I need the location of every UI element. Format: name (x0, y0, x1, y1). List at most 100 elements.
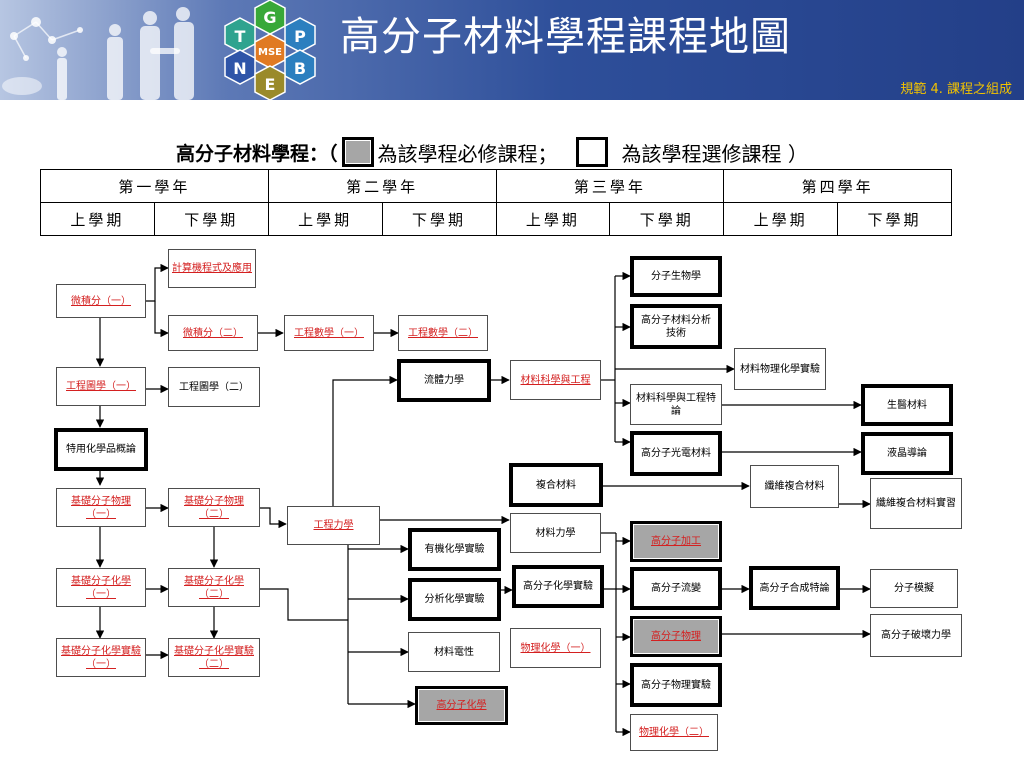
course-node[interactable]: 材料科學與工程 (510, 360, 601, 400)
svg-text:T: T (235, 27, 246, 46)
course-node-required[interactable]: 高分子加工 (630, 521, 722, 562)
year-cell: 第一學年 (40, 169, 269, 203)
course-label: 物理化學（二） (639, 727, 709, 738)
course-label: 高分子材料分析技術 (641, 314, 711, 339)
course-node[interactable]: 高分子化學實驗 (512, 565, 604, 608)
course-node[interactable]: 材料力學 (510, 513, 601, 553)
course-node[interactable]: 生醫材料 (861, 384, 953, 426)
semester-cell: 上學期 (267, 202, 383, 236)
svg-text:N: N (233, 59, 246, 78)
year-row: 第一學年 第二學年 第三學年 第四學年 (40, 169, 952, 203)
course-label: 高分子光電材料 (641, 448, 711, 459)
course-node[interactable]: 纖維複合材料 (750, 465, 839, 508)
course-node[interactable]: 基礎分子物理（二） (168, 488, 260, 527)
course-label: 纖維複合材料 (764, 481, 825, 492)
course-node[interactable]: 高分子物理實驗 (630, 663, 722, 707)
course-label: 工程力學 (313, 520, 354, 531)
course-node[interactable]: 材料科學與工程特論 (630, 384, 722, 425)
course-node[interactable]: 分子模擬 (870, 569, 958, 608)
svg-text:G: G (263, 8, 276, 27)
course-label: 基礎分子化學實驗（一） (61, 645, 141, 670)
year-cell: 第二學年 (267, 169, 497, 203)
course-label: 高分子加工 (651, 536, 701, 547)
course-label: 基礎分子化學（二） (184, 575, 244, 600)
semester-cell: 下學期 (381, 202, 497, 236)
svg-text:MSE: MSE (258, 47, 282, 58)
course-label: 微積分（一） (71, 295, 131, 307)
course-node[interactable]: 高分子破壞力學 (870, 614, 962, 657)
course-node[interactable]: 特用化學品概論 (54, 428, 148, 471)
course-node[interactable]: 計算機程式及應用 (168, 249, 256, 288)
course-node[interactable]: 基礎分子化學（一） (56, 568, 146, 607)
course-label: 高分子合成特論 (759, 582, 830, 594)
course-label: 物理化學（一） (520, 642, 591, 654)
course-node[interactable]: 纖維複合材料實習 (870, 478, 962, 529)
course-label: 微積分（二） (183, 327, 243, 339)
elective-swatch (575, 137, 608, 167)
course-label: 流體力學 (424, 375, 464, 386)
course-node[interactable]: 工程數學（二） (398, 315, 488, 351)
course-label: 高分子流變 (651, 583, 701, 594)
course-node[interactable]: 高分子流變 (630, 567, 722, 610)
svg-text:P: P (294, 27, 306, 46)
course-label: 材料科學與工程特論 (636, 392, 716, 417)
legend: 高分子材料學程：（ 為該學程必修課程； 為該學程選修課程 ） (176, 136, 808, 168)
course-label: 高分子化學實驗 (523, 581, 593, 592)
course-node[interactable]: 微積分（一） (56, 284, 146, 318)
course-node[interactable]: 基礎分子物理（一） (56, 488, 146, 527)
semester-cell: 上學期 (495, 202, 611, 236)
course-node[interactable]: 分析化學實驗 (408, 578, 501, 621)
course-label: 工程圖學（二） (179, 381, 249, 393)
course-node[interactable]: 物理化學（二） (630, 714, 718, 751)
course-node-required[interactable]: 高分子化學 (415, 686, 508, 725)
course-node[interactable]: 流體力學 (397, 359, 491, 402)
course-node[interactable]: 材料物理化學實驗 (734, 348, 826, 390)
course-label: 材料科學與工程 (520, 374, 591, 386)
course-label: 材料物理化學實驗 (740, 363, 820, 375)
semester-cell: 下學期 (609, 202, 725, 236)
course-node[interactable]: 工程圖學（一） (56, 367, 146, 406)
course-label: 工程圖學（一） (66, 381, 136, 392)
course-node[interactable]: 基礎分子化學實驗（二） (168, 638, 260, 677)
course-label: 生醫材料 (887, 399, 927, 411)
legend-heading: 高分子材料學程：（ (176, 142, 338, 165)
course-label: 基礎分子化學（一） (71, 575, 131, 600)
course-label: 工程數學（一） (294, 327, 364, 339)
course-node[interactable]: 工程力學 (287, 506, 380, 545)
semester-row: 上學期 下學期 上學期 下學期 上學期 下學期 上學期 下學期 (40, 202, 952, 236)
course-label: 有機化學實驗 (424, 544, 485, 555)
course-label: 液晶導論 (887, 448, 927, 459)
course-node[interactable]: 工程圖學（二） (168, 367, 260, 407)
course-node[interactable]: 有機化學實驗 (408, 528, 501, 571)
course-label: 基礎分子物理（二） (184, 495, 244, 520)
required-swatch (341, 137, 374, 167)
course-label: 分子生物學 (651, 271, 701, 282)
course-label: 高分子物理 (651, 631, 701, 642)
course-label: 複合材料 (536, 479, 576, 491)
legend-required-text: 為該學程必修課程； (377, 141, 558, 166)
course-node[interactable]: 材料電性 (408, 632, 500, 672)
course-label: 計算機程式及應用 (172, 263, 252, 274)
course-label: 分子模擬 (894, 583, 934, 594)
course-node[interactable]: 基礎分子化學實驗（一） (56, 638, 146, 677)
course-label: 工程數學（二） (408, 327, 478, 339)
course-node[interactable]: 分子生物學 (630, 256, 722, 297)
course-node[interactable]: 高分子合成特論 (749, 566, 840, 610)
course-node[interactable]: 微積分（二） (168, 315, 258, 351)
course-label: 纖維複合材料實習 (876, 498, 956, 509)
course-label: 分析化學實驗 (424, 594, 485, 605)
course-node[interactable]: 工程數學（一） (284, 315, 374, 351)
course-node[interactable]: 物理化學（一） (510, 628, 601, 668)
course-label: 高分子物理實驗 (641, 679, 711, 691)
course-node[interactable]: 高分子材料分析技術 (630, 304, 722, 349)
course-node[interactable]: 液晶導論 (861, 432, 953, 475)
course-node[interactable]: 高分子光電材料 (630, 431, 722, 476)
header-banner: G T P MSE N B E 高分子材料學程課程地圖 規範 4. 課程之組成 (0, 0, 1024, 100)
course-node-required[interactable]: 高分子物理 (630, 616, 722, 657)
course-node[interactable]: 複合材料 (509, 463, 603, 507)
legend-elective-text: 為該學程選修課程 ） (621, 141, 808, 166)
gtpneb-logo: G T P MSE N B E (224, 0, 316, 100)
course-node[interactable]: 基礎分子化學（二） (168, 568, 260, 607)
semester-cell: 上學期 (723, 202, 839, 236)
